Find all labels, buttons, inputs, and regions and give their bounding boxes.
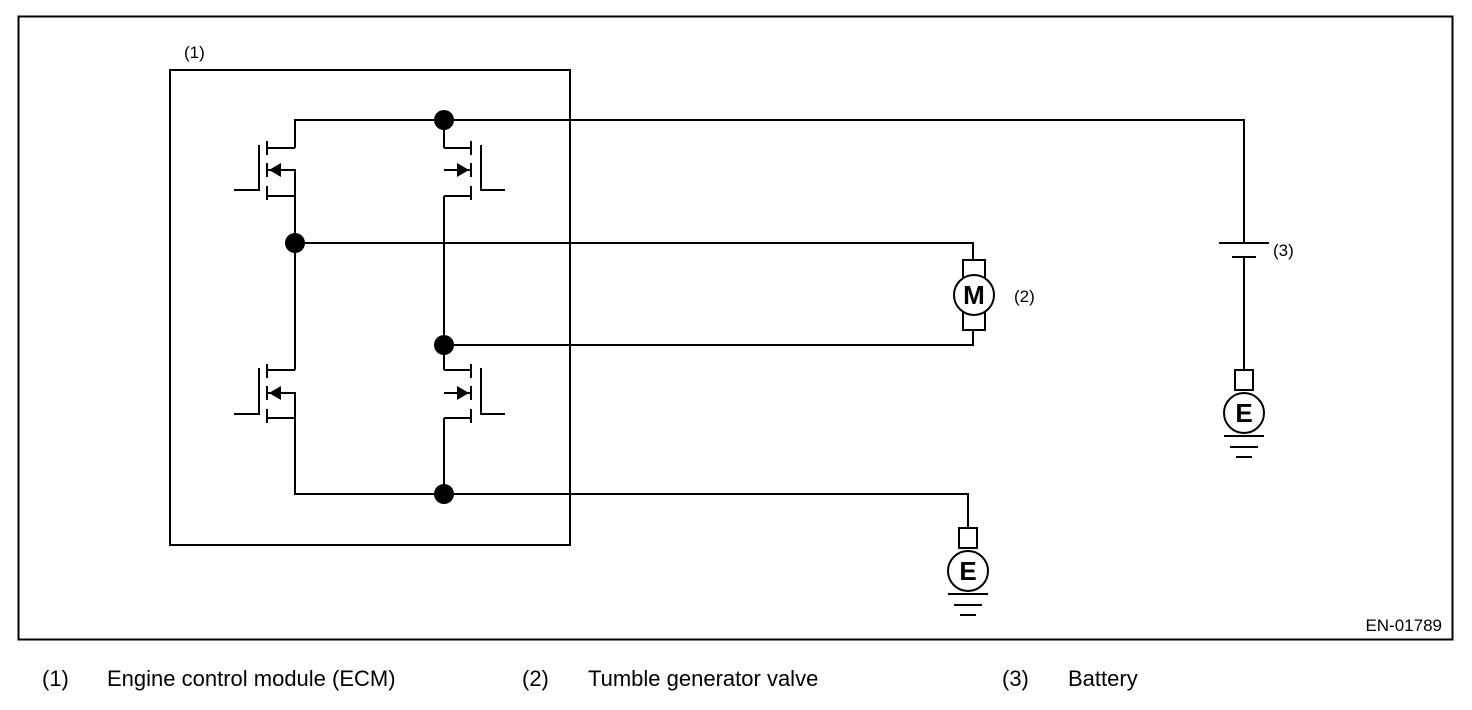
diagram-frame — [17, 15, 1454, 641]
ecm-callout: (1) — [184, 43, 205, 62]
battery-symbol — [1219, 242, 1269, 258]
ground-letter: E — [1235, 398, 1252, 428]
circuit-wires — [294, 119, 1245, 528]
junction-dot — [434, 335, 454, 355]
legend-text-3: Battery — [1068, 666, 1138, 691]
motor-symbol: M — [953, 259, 995, 331]
transistor-bottom-left — [234, 364, 296, 423]
figure-code: EN-01789 — [1365, 616, 1442, 635]
ground-symbol-battery: E — [1223, 369, 1265, 458]
ecm-box — [169, 69, 571, 546]
junction-dot — [434, 484, 454, 504]
transistor-top-right — [444, 141, 505, 200]
ground-letter: E — [959, 556, 976, 586]
transistor-bottom-right — [444, 364, 505, 423]
battery-callout: (3) — [1273, 241, 1294, 260]
legend-num-1: (1) — [42, 666, 69, 691]
circuit-diagram: (1) — [17, 15, 1454, 641]
legend-text-1: Engine control module (ECM) — [107, 666, 396, 691]
legend: (1) Engine control module (ECM) (2) Tumb… — [0, 664, 1472, 694]
junction-dot — [434, 110, 454, 130]
transistor-top-left — [234, 141, 296, 200]
junction-dot — [285, 233, 305, 253]
legend-num-2: (2) — [522, 666, 549, 691]
legend-text-2: Tumble generator valve — [588, 666, 819, 691]
valve-callout: (2) — [1014, 287, 1035, 306]
legend-num-3: (3) — [1002, 666, 1029, 691]
motor-letter: M — [963, 280, 985, 310]
ground-symbol-ecm: E — [947, 527, 989, 616]
